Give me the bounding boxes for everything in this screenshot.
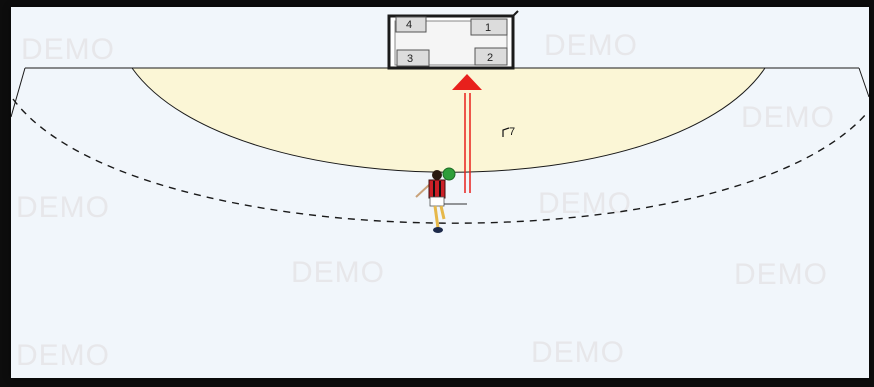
watermark-text: DEMO (16, 339, 110, 372)
player-shorts (430, 197, 444, 206)
player-head (432, 170, 442, 180)
player-jersey (429, 180, 445, 198)
goal-zone-2-label: 2 (487, 52, 493, 64)
watermark-text: DEMO (741, 101, 835, 134)
sideline-left (11, 68, 25, 117)
sideline-right (859, 68, 869, 97)
watermark-text: DEMO (531, 336, 625, 369)
player-arm (416, 185, 429, 197)
watermark-text: DEMO (21, 33, 115, 66)
goal-area (132, 68, 765, 172)
watermark-text: DEMO (544, 29, 638, 62)
goal-zone-1-label: 1 (485, 22, 491, 34)
watermark-text: DEMO (538, 187, 632, 220)
ball (443, 168, 455, 180)
watermark-text: DEMO (16, 191, 110, 224)
goal: 4 1 3 2 (389, 11, 518, 68)
goal-zone-4-label: 4 (406, 19, 412, 31)
player-shoe (433, 227, 443, 233)
handball-court: DEMO DEMO DEMO DEMO DEMO DEMO DEMO DEMO … (11, 7, 869, 378)
goal-post-right (513, 11, 518, 16)
marker-label: 7 (509, 126, 515, 138)
watermark-text: DEMO (291, 256, 385, 289)
watermark-text: DEMO (734, 258, 828, 291)
goal-zone-3-label: 3 (407, 53, 413, 65)
player-leg (441, 206, 444, 219)
player-leg (435, 206, 438, 228)
court-svg: DEMO DEMO DEMO DEMO DEMO DEMO DEMO DEMO … (11, 7, 869, 378)
